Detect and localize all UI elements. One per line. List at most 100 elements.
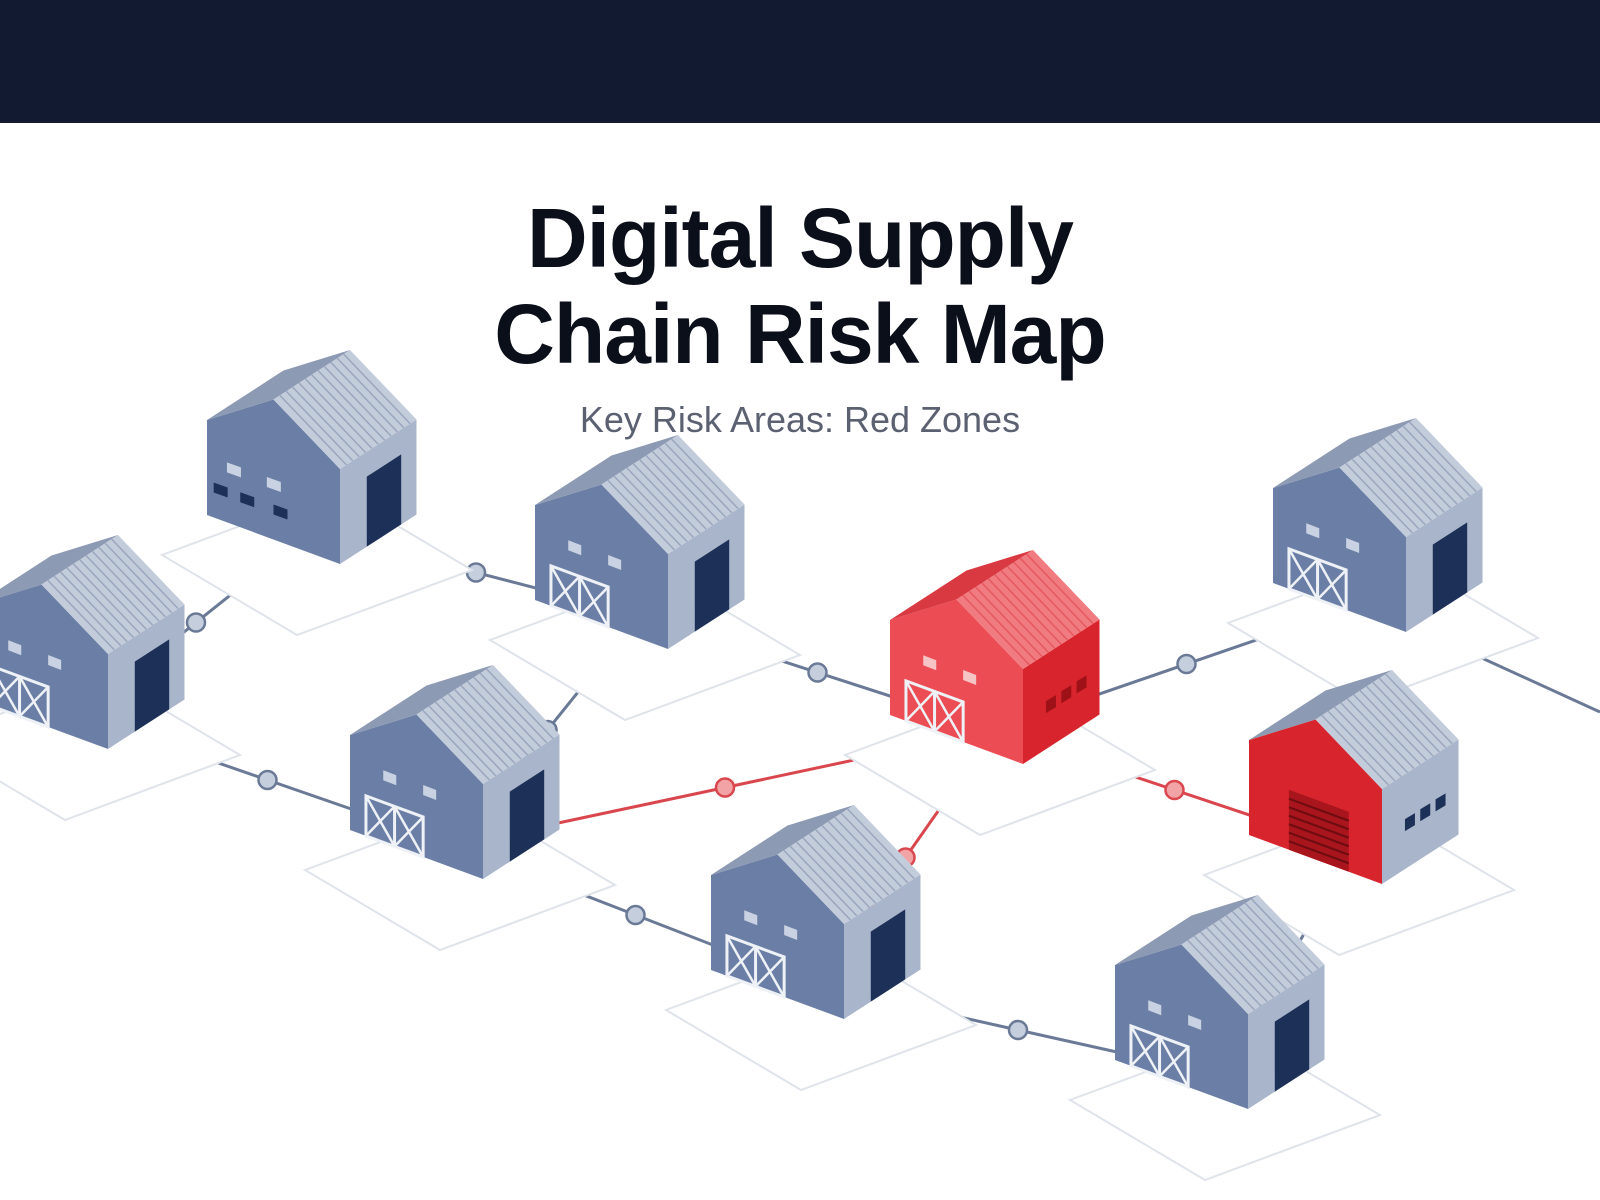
roof-corrugation: [47, 538, 179, 651]
roof-line: [279, 394, 347, 466]
connector-node: [625, 904, 646, 926]
window: [1420, 803, 1431, 822]
roof-line: [486, 668, 554, 740]
warehouse-w4: [302, 665, 618, 952]
barn-door-brace: [1316, 558, 1348, 611]
roof-line: [79, 559, 147, 630]
barn-door-brace: [578, 575, 610, 628]
window: [1076, 675, 1087, 694]
roof-line: [285, 390, 354, 462]
roof-line: [441, 697, 510, 769]
roof-line: [1013, 561, 1081, 633]
roof-line: [435, 701, 503, 773]
roof-line: [304, 378, 373, 449]
roof-line: [85, 555, 154, 626]
roof-line: [968, 590, 1037, 662]
roof-left: [711, 805, 854, 875]
roof-line: [66, 567, 135, 639]
roof-line: [796, 841, 864, 913]
loading-door: [870, 909, 906, 1002]
roof-line: [323, 365, 392, 437]
roof-line: [1409, 421, 1477, 493]
warehouse-w7: [663, 805, 979, 1092]
barn-door-brace: [1129, 1025, 1161, 1078]
roof-line: [343, 353, 411, 425]
roof-line: [651, 450, 720, 522]
window: [1404, 813, 1415, 832]
page-title-line-2: Chain Risk Map: [494, 287, 1106, 381]
warehouse-w3: [0, 535, 243, 822]
roof-line: [447, 693, 516, 764]
connector-node: [714, 777, 736, 798]
roof-line: [1345, 462, 1413, 534]
loading-door: [694, 539, 730, 632]
roof-line: [815, 829, 883, 900]
roof-line: [1385, 673, 1453, 745]
roof-line: [987, 578, 1056, 649]
connector-node: [185, 612, 207, 633]
barn-door-brace: [1287, 548, 1319, 601]
roof-line: [53, 575, 122, 647]
loading-door: [134, 639, 170, 732]
roof-line: [607, 479, 675, 551]
roof-left: [350, 665, 493, 735]
roof-line: [1200, 931, 1268, 1003]
roof-line: [1353, 694, 1421, 765]
roof-line: [834, 816, 902, 888]
window: [240, 492, 255, 508]
roof-line: [962, 594, 1030, 666]
roof-line: [821, 825, 890, 896]
barn-door-brace: [933, 690, 965, 743]
connector-node: [465, 562, 487, 583]
roller-door: [1288, 789, 1349, 872]
roof-line: [1402, 425, 1471, 497]
window: [213, 482, 228, 498]
roof-line: [1389, 433, 1458, 505]
warehouse-w1: [159, 350, 475, 637]
window: [226, 462, 241, 478]
barn-door-brace: [364, 795, 396, 848]
roof-corrugation: [962, 553, 1094, 666]
window: [1061, 685, 1072, 704]
roof-line: [613, 475, 682, 547]
roof-line: [47, 579, 115, 651]
roof-line: [317, 370, 386, 441]
roof-line: [466, 680, 535, 752]
loading-door: [366, 454, 402, 547]
roof-line: [789, 845, 858, 917]
window: [383, 770, 397, 786]
roof-line: [111, 538, 179, 610]
roof-line: [298, 382, 367, 454]
window: [923, 655, 937, 671]
roof-line: [632, 463, 701, 534]
roof-line: [1000, 570, 1069, 641]
roof-line: [1212, 923, 1281, 994]
page-subtitle: Key Risk Areas: Red Zones: [579, 399, 1021, 440]
roof-line: [1187, 939, 1255, 1011]
window: [266, 477, 281, 493]
roof-corrugation: [1321, 673, 1453, 786]
connector-node: [1007, 1019, 1029, 1041]
roof-line: [292, 386, 360, 458]
roof-line: [981, 582, 1050, 654]
roof-line: [1193, 935, 1262, 1007]
window: [568, 540, 582, 556]
roof-line: [1372, 681, 1440, 753]
roof-corrugation: [783, 808, 915, 921]
connector-node: [807, 662, 828, 683]
window: [1188, 1014, 1202, 1030]
roof-line: [330, 361, 398, 433]
warehouse-w8-risk: [1201, 670, 1517, 957]
window: [48, 654, 62, 670]
connector-node: [1164, 779, 1185, 801]
roof-line: [336, 357, 405, 429]
roof-line: [1383, 438, 1452, 509]
barn-door-brace: [904, 680, 936, 733]
roof-line: [783, 849, 851, 921]
barn-door-brace: [725, 935, 757, 988]
roof-left: [0, 535, 118, 598]
roof-line: [1321, 714, 1389, 786]
window: [1435, 793, 1446, 812]
roof-line: [827, 820, 896, 892]
